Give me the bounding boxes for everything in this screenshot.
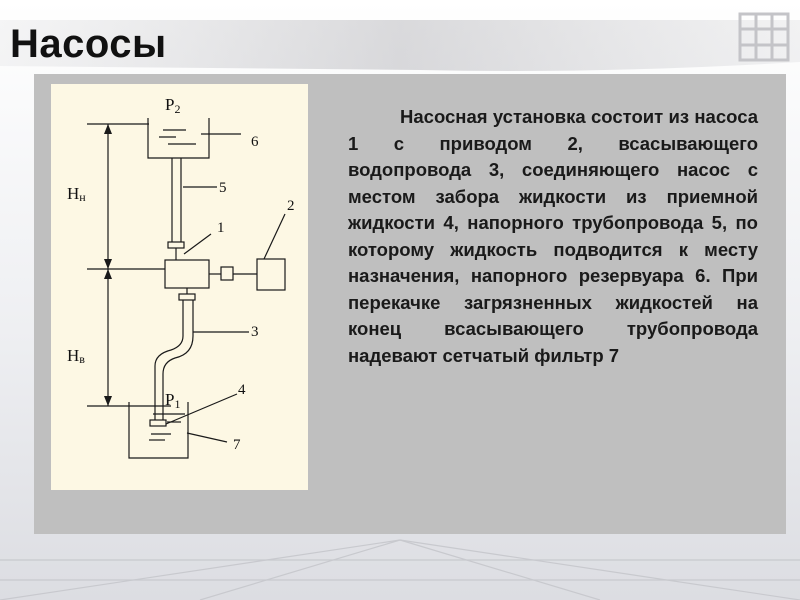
pump-body <box>164 259 210 289</box>
label-6: 6 <box>251 134 259 150</box>
pressure-top-label: P2 <box>165 95 180 116</box>
supply-reservoir <box>128 402 189 459</box>
pump-installation-diagram: P2 P1 Hн Hв 1 2 3 4 5 6 7 <box>67 95 295 459</box>
label-1: 1 <box>217 220 225 236</box>
label-4: 4 <box>238 382 246 398</box>
strainer <box>149 419 167 427</box>
description-text: Насосная установка состоит из насоса 1 с… <box>348 106 758 366</box>
suction-pipe <box>154 300 184 420</box>
label-2: 2 <box>287 198 295 214</box>
height-discharge-label: Hн <box>67 184 86 204</box>
height-suction-label: Hв <box>67 346 85 366</box>
grid-icon <box>738 12 790 62</box>
motor <box>256 258 286 291</box>
coupling <box>220 266 234 281</box>
label-3: 3 <box>251 324 259 340</box>
label-7: 7 <box>233 437 241 453</box>
slide-title: Насосы <box>10 22 167 66</box>
discharge-reservoir <box>147 118 210 159</box>
pressure-bottom-label: P1 <box>165 390 180 411</box>
label-5: 5 <box>219 180 227 196</box>
